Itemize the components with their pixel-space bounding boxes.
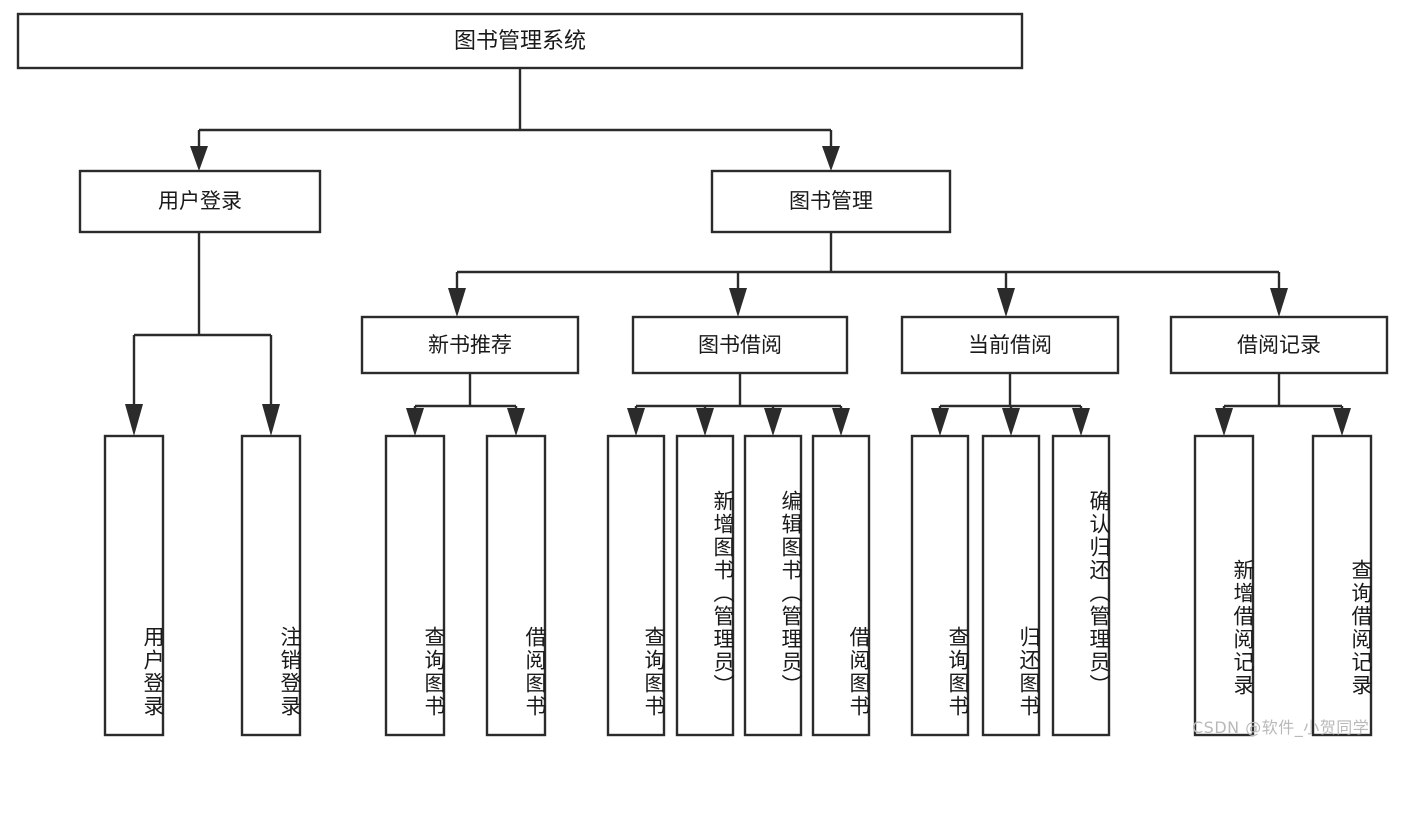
- node-book-borrow-box[interactable]: [631, 315, 849, 375]
- arrow-head-leaf-query-book-rec: [406, 408, 424, 436]
- arrow-head-book-manage: [822, 146, 840, 171]
- arrow-head-leaf-add-borrow-record: [1215, 408, 1233, 436]
- node-root-label: 图书管理系统: [454, 29, 586, 54]
- leaf-box-borrow-book[interactable]: [811, 434, 871, 737]
- tree-diagram-svg: 图书管理系统 用户登录 图书管理 新书推荐 图书借阅 当前借阅 借阅记录: [16, 12, 1389, 737]
- diagram-canvas: 图书管理系统 用户登录 图书管理 新书推荐 图书借阅 当前借阅 借阅记录: [16, 12, 1389, 737]
- node-current-borrow-label: 当前借阅: [968, 333, 1052, 357]
- node-book-borrow-label: 图书借阅: [698, 333, 782, 357]
- node-borrow-record-label: 借阅记录: [1237, 333, 1321, 357]
- arrow-head-leaf-borrow-book: [832, 408, 850, 436]
- node-book-borrow[interactable]: 图书借阅: [631, 315, 849, 375]
- leaf-box-query-borrow-record[interactable]: [1311, 434, 1373, 737]
- arrow-head-leaf-query-book-current: [931, 408, 949, 436]
- leaf-box-add-borrow-record[interactable]: [1193, 434, 1255, 737]
- connector-group-borrow-record: [1215, 373, 1351, 436]
- arrow-head-leaf-edit-book-admin: [764, 408, 782, 436]
- arrow-head-leaf-user-login: [125, 404, 143, 436]
- connector-group-user-login: [125, 232, 280, 436]
- leaf-box-query-book-borrow[interactable]: [606, 434, 666, 737]
- node-user-login[interactable]: 用户登录: [78, 169, 322, 234]
- leaf-box-edit-book-admin[interactable]: [743, 434, 803, 737]
- node-book-manage[interactable]: 图书管理: [710, 169, 952, 234]
- node-book-manage-box[interactable]: [710, 169, 952, 234]
- connector-group-root: [190, 68, 840, 171]
- arrow-head-current-borrow: [997, 288, 1015, 317]
- connector-group-book-manage: [448, 232, 1288, 317]
- connector-group-book-borrow: [627, 373, 850, 436]
- arrow-head-leaf-query-borrow-record: [1333, 408, 1351, 436]
- connector-group-current-borrow: [931, 373, 1090, 436]
- node-new-book-recommend[interactable]: 新书推荐: [360, 315, 580, 375]
- arrow-head-borrow-record: [1270, 288, 1288, 317]
- node-borrow-record-box[interactable]: [1169, 315, 1389, 375]
- leaf-box-return-book[interactable]: [981, 434, 1041, 737]
- leaf-box-add-book-admin[interactable]: [675, 434, 735, 737]
- arrow-head-leaf-confirm-return-admin: [1072, 408, 1090, 436]
- arrow-head-leaf-borrow-book-rec: [507, 408, 525, 436]
- node-current-borrow-box[interactable]: [900, 315, 1120, 375]
- node-root[interactable]: 图书管理系统: [16, 12, 1024, 70]
- csdn-watermark: CSDN @软件_小贺同学: [1192, 718, 1370, 737]
- arrow-head-book-borrow: [729, 288, 747, 317]
- leaf-box-borrow-book-rec[interactable]: [485, 434, 547, 737]
- leaf-box-user-logout[interactable]: [240, 434, 302, 737]
- arrow-head-new-book-recommend: [448, 288, 466, 317]
- node-new-book-recommend-box[interactable]: [360, 315, 580, 375]
- node-current-borrow[interactable]: 当前借阅: [900, 315, 1120, 375]
- leaf-box-query-book-current[interactable]: [910, 434, 970, 737]
- leaf-box-confirm-return-admin[interactable]: [1051, 434, 1111, 737]
- leaf-box-user-login[interactable]: [103, 434, 165, 737]
- arrow-head-leaf-return-book: [1002, 408, 1020, 436]
- node-book-manage-label: 图书管理: [789, 189, 873, 213]
- node-new-book-recommend-label: 新书推荐: [428, 333, 512, 357]
- arrow-head-leaf-query-book-borrow: [627, 408, 645, 436]
- connector-group-new-book-recommend: [406, 373, 525, 436]
- node-user-login-label: 用户登录: [158, 189, 242, 213]
- node-root-box[interactable]: [16, 12, 1024, 70]
- arrow-head-leaf-add-book-admin: [696, 408, 714, 436]
- node-user-login-box[interactable]: [78, 169, 322, 234]
- arrow-head-leaf-user-logout: [262, 404, 280, 436]
- leaf-box-query-book-rec[interactable]: [384, 434, 446, 737]
- leaf-boxes: [103, 434, 1373, 737]
- node-borrow-record[interactable]: 借阅记录: [1169, 315, 1389, 375]
- arrow-head-user-login: [190, 146, 208, 171]
